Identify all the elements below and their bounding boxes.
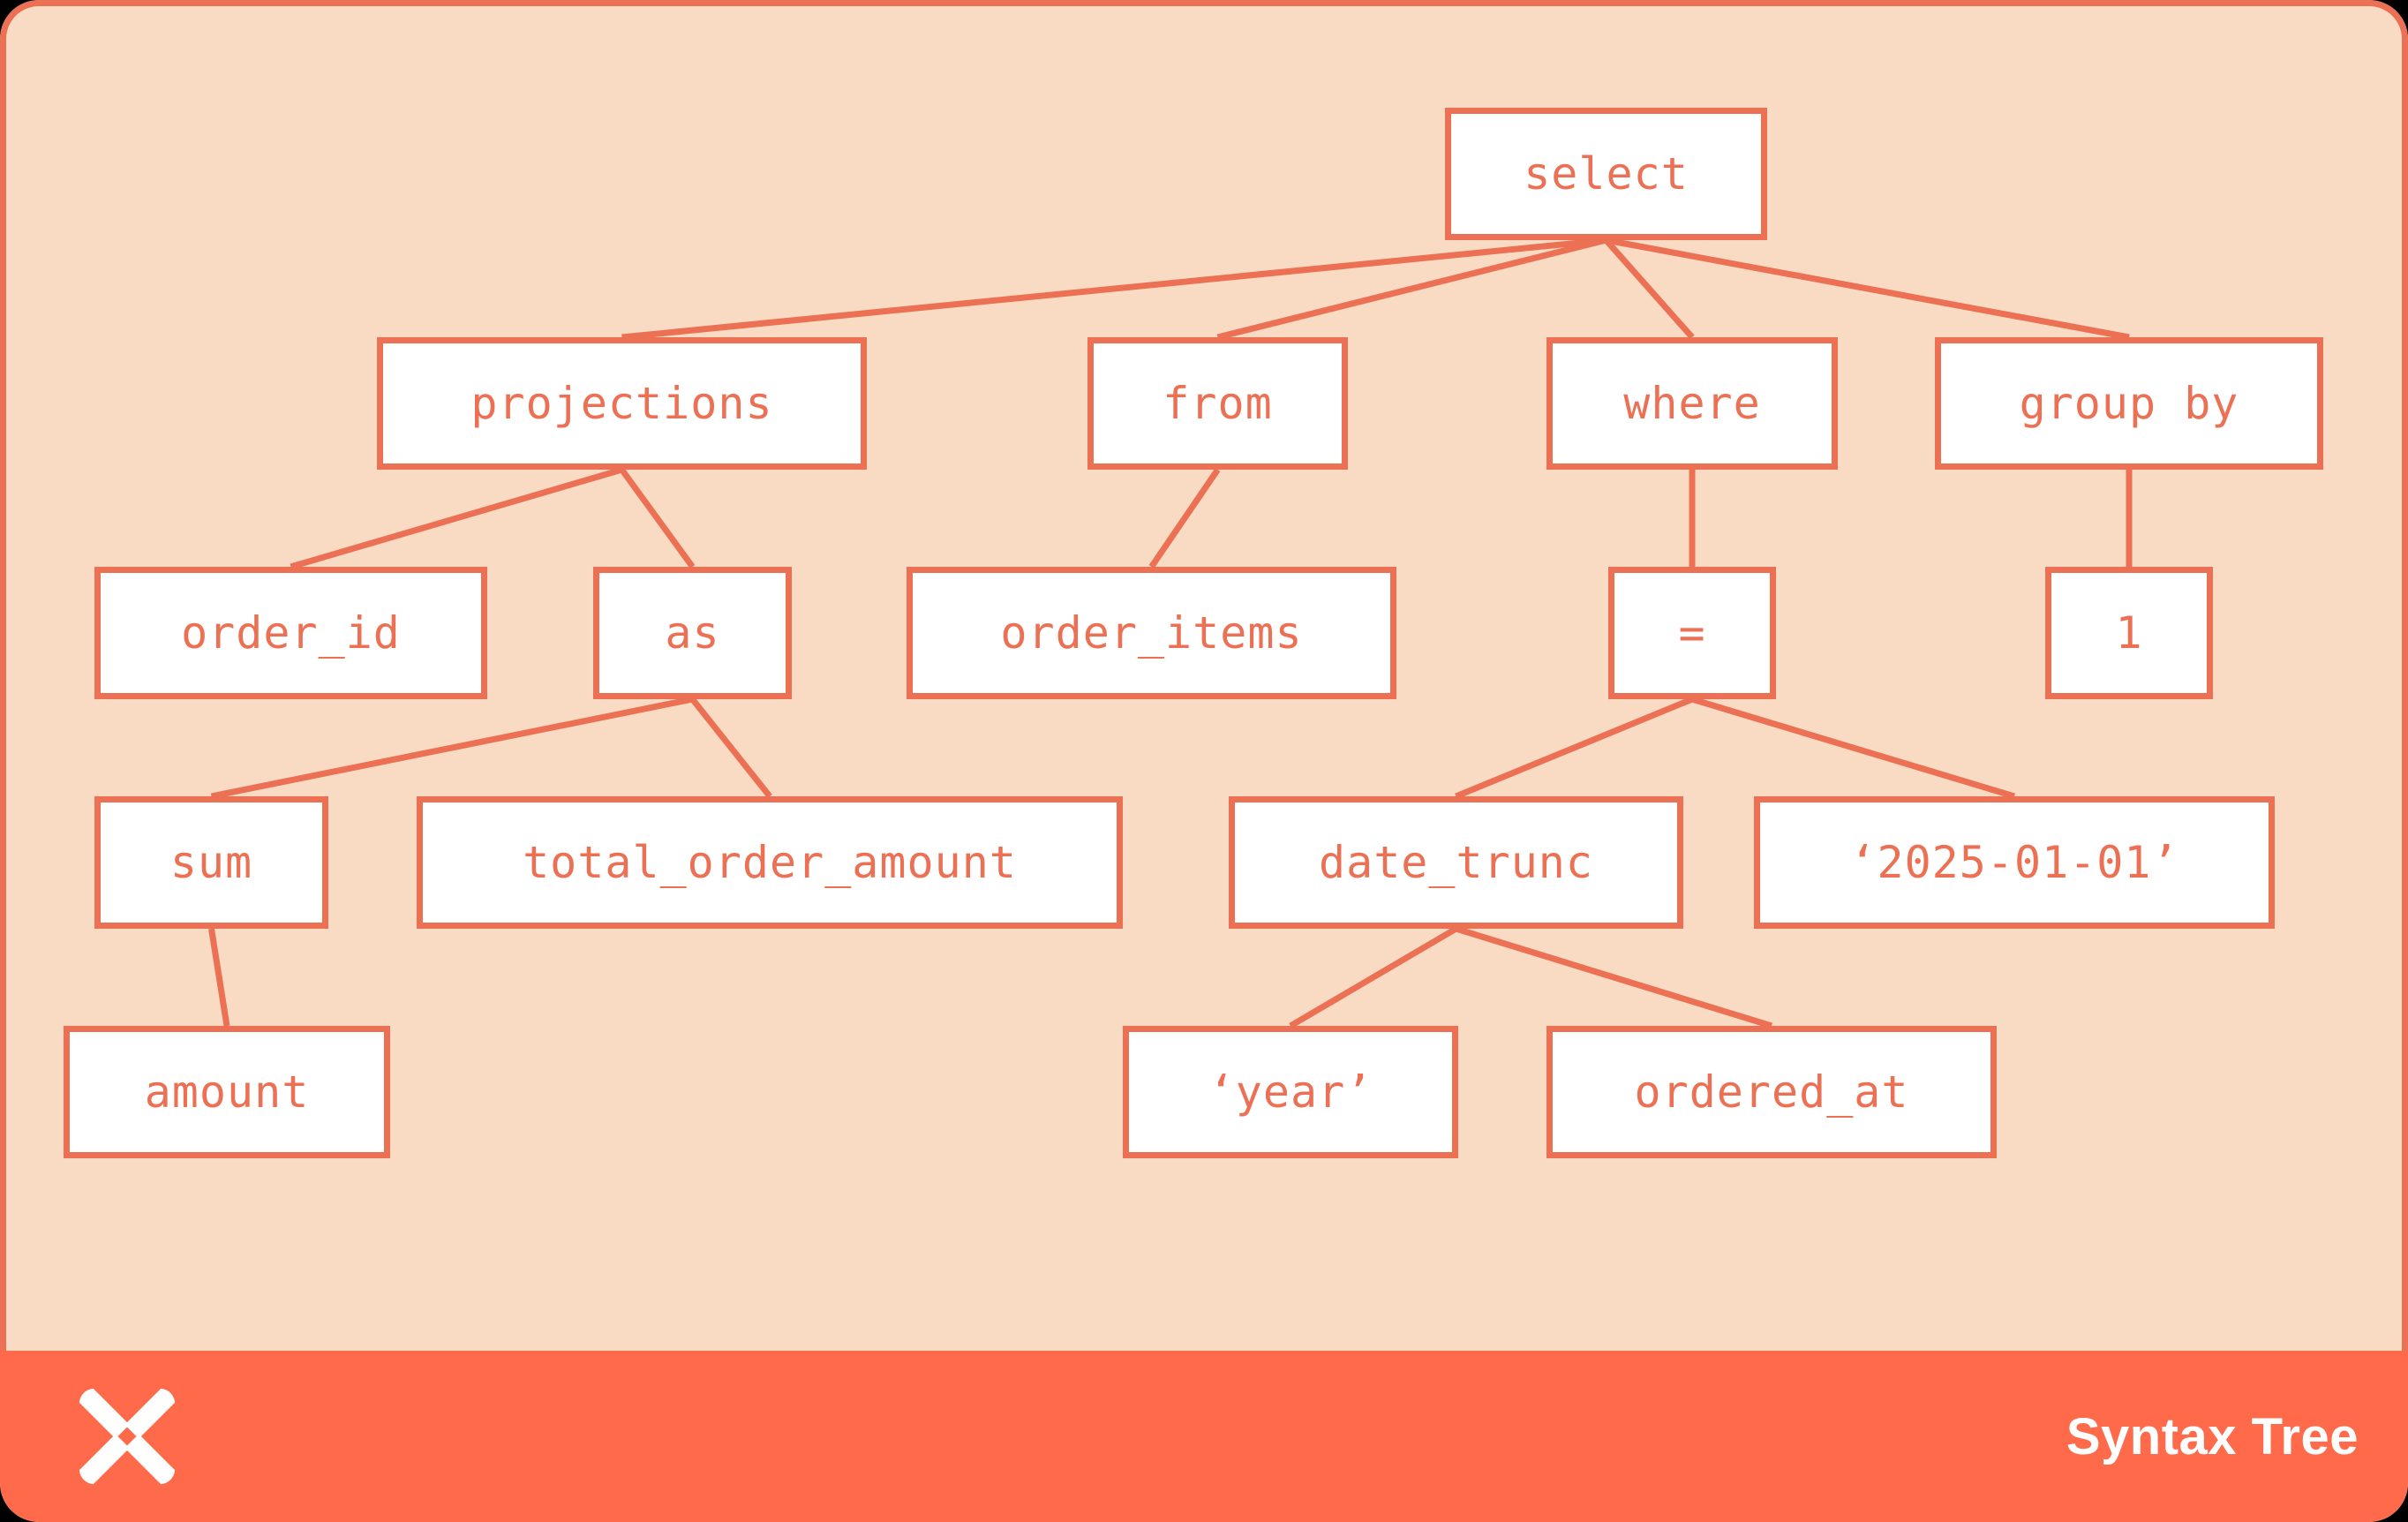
tree-edge-as-to-sum <box>210 696 694 800</box>
tree-node-amount: amount <box>64 1026 390 1158</box>
tree-node-projections: projections <box>377 337 867 470</box>
tree-edge-select-to-group_by <box>1605 237 2130 341</box>
tree-node-date_literal: ‘2025-01-01’ <box>1754 796 2275 929</box>
tree-node-total_order_amount: total_order_amount <box>417 796 1123 929</box>
tree-node-one: 1 <box>2045 567 2213 699</box>
tree-edge-as-to-total_order_amount <box>689 697 772 799</box>
tree-edge-select-to-where <box>1603 237 1695 340</box>
tree-edge-sum-to-amount <box>208 928 230 1027</box>
tree-edge-eq-to-date_trunc <box>1455 696 1694 800</box>
x-star-logo-icon <box>79 1388 176 1485</box>
tree-node-as: as <box>593 567 792 699</box>
tree-edge-from-to-order_items <box>1148 468 1221 569</box>
tree-node-sum: sum <box>94 796 328 929</box>
tree-node-ordered_at: ordered_at <box>1546 1026 1997 1158</box>
tree-edge-projections-to-order_id <box>290 466 623 570</box>
tree-node-order_id: order_id <box>94 567 487 699</box>
tree-edge-eq-to-date_literal <box>1690 696 2016 800</box>
tree-edge-select-to-from <box>1216 237 1607 341</box>
tree-edge-projections-to-as <box>619 467 696 569</box>
tree-node-year_literal: ‘year’ <box>1123 1026 1458 1158</box>
tree-node-where: where <box>1546 337 1838 470</box>
tree-canvas: select projections from where group by order_… <box>0 0 2408 1351</box>
page-title: Syntax Tree <box>2066 1407 2359 1465</box>
tree-edge-select-to-projections <box>621 237 1607 341</box>
tree-edge-date_trunc-to-ordered_at <box>1455 925 1773 1029</box>
tree-node-select: select <box>1445 108 1767 240</box>
footer-bar: Syntax Tree <box>0 1351 2408 1522</box>
tree-edge-date_trunc-to-year_literal <box>1289 925 1458 1029</box>
tree-node-from: from <box>1087 337 1348 470</box>
tree-node-group_by: group by <box>1935 337 2323 470</box>
tree-node-order_items: order_items <box>907 567 1396 699</box>
tree-node-date_trunc: date_trunc <box>1229 796 1683 929</box>
tree-node-eq: = <box>1608 567 1776 699</box>
